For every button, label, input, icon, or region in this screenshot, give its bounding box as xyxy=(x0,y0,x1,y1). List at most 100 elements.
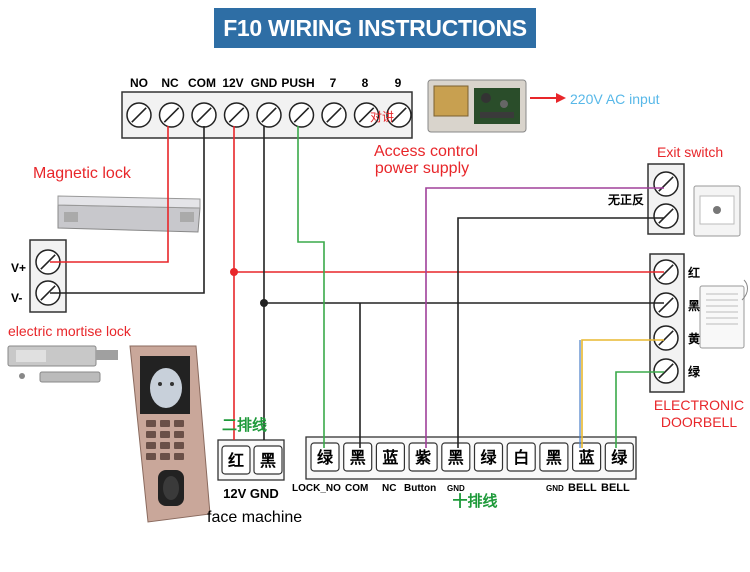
main-terminal-screw xyxy=(158,102,185,128)
junction-dots xyxy=(230,268,268,307)
exit-switch-terminal xyxy=(647,163,685,235)
label-12v: 12V xyxy=(222,76,243,90)
keypad-key xyxy=(146,420,156,427)
bell-color-black: 黑 xyxy=(688,299,700,313)
page-title: F10 WIRING INSTRUCTIONS xyxy=(223,15,527,41)
push-green-wire xyxy=(297,126,325,448)
keypad-key xyxy=(174,442,184,449)
main-terminal-block xyxy=(121,91,413,139)
two-wire-cell: 黑 xyxy=(260,452,276,470)
ten-wire-cell-box xyxy=(408,442,438,472)
keypad-key xyxy=(174,453,184,460)
main-terminal-screw xyxy=(126,102,152,128)
ten-wire-cell: 黑 xyxy=(448,449,464,467)
keypad-key xyxy=(160,420,170,427)
ten-label-gnd: GND xyxy=(447,484,465,493)
exit-terminal-screw xyxy=(653,203,679,229)
ten-wire-cell: 绿 xyxy=(317,448,334,467)
ten-wire-cell-box xyxy=(571,442,602,472)
keypad-key xyxy=(160,442,170,449)
two-wire-cell-box xyxy=(221,445,251,475)
ten-wire-cell-box xyxy=(539,442,569,472)
ten-wire-cell-box xyxy=(441,442,471,472)
bell-color-green: 绿 xyxy=(688,364,701,379)
button-purple-wire xyxy=(425,187,664,448)
two-wire-connector: 红黑 xyxy=(217,439,285,481)
main-terminal-screw xyxy=(353,102,380,128)
keypad-key xyxy=(146,442,156,449)
exit-switch-side-label: 无正反 xyxy=(607,192,644,207)
magnetic-lock-title: Magnetic lock xyxy=(33,165,132,182)
label-nc: NC xyxy=(161,76,179,90)
power-supply-caption-line2: power supply xyxy=(375,160,469,177)
ten-wire-cell: 绿 xyxy=(480,448,497,467)
main-terminal-screw xyxy=(288,102,315,128)
label-8: 8 xyxy=(362,76,369,90)
two-wire-bottom-label: 12V GND xyxy=(223,486,279,501)
main-terminal-screw xyxy=(321,102,347,128)
ten-wire-title: 十排线 xyxy=(452,492,497,510)
two-wire-title: 二排线 xyxy=(222,416,267,434)
wires xyxy=(50,126,664,448)
ten-wire-cell: 黑 xyxy=(350,449,366,467)
text-layer: NO NC COM 12V GND PUSH 7 8 9 对讲 Access c… xyxy=(8,76,744,526)
magnetic-lock-image xyxy=(57,195,201,233)
main-terminal-screw xyxy=(256,102,282,128)
ten-label-button: Button xyxy=(404,483,436,494)
main-terminal-screw xyxy=(386,102,412,128)
keypad-key xyxy=(160,453,170,460)
ten-label-com: COM xyxy=(345,483,368,494)
doorbell-terminal-screw xyxy=(653,292,679,318)
ten-label-bell-1: BELL xyxy=(568,482,597,494)
keypad-key xyxy=(174,420,184,427)
mortise-lock-title: electric mortise lock xyxy=(8,323,132,339)
ten-wire-cell: 蓝 xyxy=(382,448,398,467)
main-terminal-screw xyxy=(223,102,250,128)
doorbell-terminal-screw xyxy=(653,325,679,351)
label-7: 7 xyxy=(330,76,337,90)
bell-color-red: 红 xyxy=(688,265,700,280)
bell-green-wire xyxy=(615,371,664,448)
two-wire-cell-box xyxy=(253,445,283,475)
ten-label-gnd-2: GND xyxy=(546,484,564,493)
exit-switch-image xyxy=(693,185,741,237)
ten-wire-cell: 白 xyxy=(513,448,529,467)
lock-minus-label: V- xyxy=(11,291,22,305)
two-wire-cell: 红 xyxy=(228,451,244,470)
ten-wire-cell: 蓝 xyxy=(579,448,595,467)
ten-label-nc: NC xyxy=(382,483,396,494)
ten-wire-connector: 绿黑蓝紫黑绿白黑蓝绿 xyxy=(305,436,637,480)
ac-arrow xyxy=(530,93,566,103)
exit-terminal-screw xyxy=(653,171,679,197)
main-terminal-screw xyxy=(191,102,217,128)
label-no: NO xyxy=(130,76,148,90)
doorbell-title-line1: ELECTRONIC xyxy=(654,397,744,413)
ten-wire-cell: 紫 xyxy=(415,448,431,467)
ten-wire-cell-box xyxy=(473,442,504,472)
ten-wire-cell-box xyxy=(343,442,373,472)
doorbell-terminal-screw xyxy=(653,358,679,384)
ten-wire-cell-box xyxy=(375,442,405,472)
power-supply-device xyxy=(427,79,527,133)
lock-plus-label: V+ xyxy=(11,261,26,275)
mortise-lock-image xyxy=(7,345,118,383)
title-bar xyxy=(214,8,536,48)
label-9: 9 xyxy=(395,76,402,90)
ac-input-label: 220V AC input xyxy=(570,91,660,107)
exit-switch-title: Exit switch xyxy=(657,144,723,160)
button-gnd-wire xyxy=(457,217,664,448)
doorbell-image xyxy=(699,279,748,349)
ten-label-lock-no: LOCK_NO xyxy=(292,483,341,494)
ten-wire-cell: 绿 xyxy=(611,448,628,467)
keypad-key xyxy=(174,431,184,438)
label-gnd: GND xyxy=(251,76,278,90)
power-supply-caption-line1: Access control xyxy=(374,143,478,160)
keypad-key xyxy=(146,431,156,438)
ten-wire-cell-box xyxy=(604,442,634,472)
lock-terminal-block xyxy=(29,239,67,313)
doorbell-title-line2: DOORBELL xyxy=(661,414,737,430)
com-black-wire xyxy=(50,126,205,294)
ten-label-bell-2: BELL xyxy=(601,482,630,494)
ten-wire-cell-box xyxy=(506,442,536,472)
